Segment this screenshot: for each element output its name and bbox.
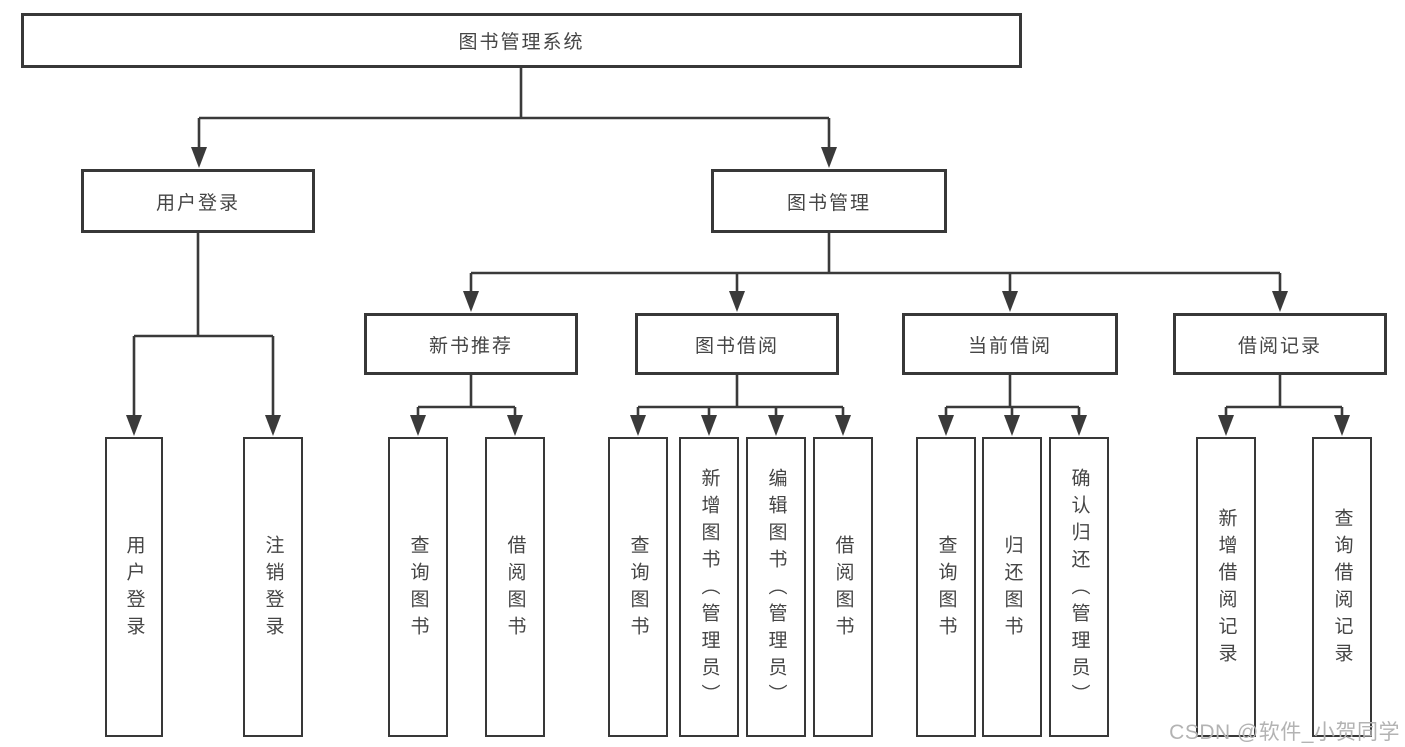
leaf-query-books-current: 查询图书 [916,437,976,737]
csdn-watermark: CSDN @软件_小贺同学 [1169,721,1400,744]
leaf-edit-books-admin: 编辑图书（管理员） [746,437,806,737]
leaf-query-borrow-record-label: 查询借阅记录 [1331,508,1353,670]
leaf-add-books-admin: 新增图书（管理员） [679,437,739,737]
leaf-query-books-recommend: 查询图书 [388,437,448,737]
leaf-query-books-current-label: 查询图书 [935,535,957,643]
node-borrowing-records-label: 借阅记录 [1237,335,1322,357]
node-book-borrowing: 图书借阅 [635,313,839,375]
node-root-label: 图书管理系统 [458,32,585,53]
leaf-user-login-label: 用户登录 [123,535,145,643]
node-user-login-label: 用户登录 [155,192,240,214]
leaf-query-books-recommend-label: 查询图书 [407,535,429,643]
leaf-add-borrow-record: 新增借阅记录 [1196,437,1256,737]
leaf-return-books-label: 归还图书 [1001,535,1023,643]
node-borrowing-records: 借阅记录 [1173,313,1387,375]
leaf-logout-label: 注销登录 [262,535,284,643]
leaf-user-login: 用户登录 [105,437,163,737]
leaf-confirm-return-admin: 确认归还（管理员） [1049,437,1109,737]
node-root: 图书管理系统 [21,13,1022,68]
arrowheads [126,147,1350,436]
node-book-borrowing-label: 图书借阅 [694,335,779,357]
leaf-query-books-borrowing: 查询图书 [608,437,668,737]
leaf-borrow-books-recommend-label: 借阅图书 [504,535,526,643]
leaf-return-books: 归还图书 [982,437,1042,737]
leaf-borrow-books-recommend: 借阅图书 [485,437,545,737]
node-current-borrowing-label: 当前借阅 [967,335,1052,357]
leaf-query-borrow-record: 查询借阅记录 [1312,437,1372,737]
leaf-query-books-borrowing-label: 查询图书 [627,535,649,643]
node-user-login: 用户登录 [81,169,315,233]
node-book-management-label: 图书管理 [786,192,871,214]
leaf-confirm-return-admin-label: 确认归还（管理员） [1068,467,1090,711]
leaf-borrow-books-borrowing: 借阅图书 [813,437,873,737]
leaf-edit-books-admin-label: 编辑图书（管理员） [765,467,787,711]
node-current-borrowing: 当前借阅 [902,313,1118,375]
leaf-add-borrow-record-label: 新增借阅记录 [1215,508,1237,670]
leaf-add-books-admin-label: 新增图书（管理员） [698,467,720,711]
node-new-book-recommend-label: 新书推荐 [428,335,513,357]
node-book-management: 图书管理 [711,169,947,233]
leaf-borrow-books-borrowing-label: 借阅图书 [832,535,854,643]
leaf-logout: 注销登录 [243,437,303,737]
node-new-book-recommend: 新书推荐 [364,313,578,375]
